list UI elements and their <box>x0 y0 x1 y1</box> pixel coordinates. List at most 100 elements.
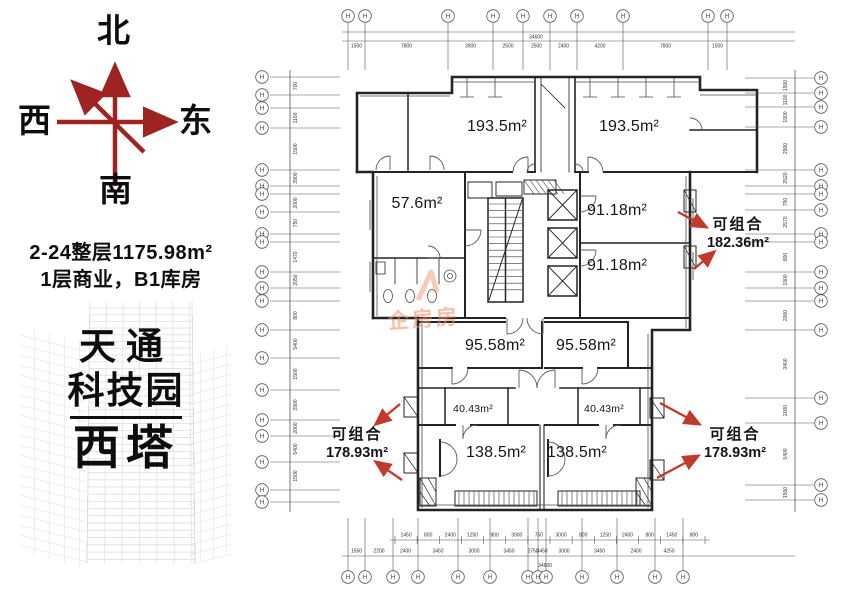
grid-axis-glyph: H <box>346 575 350 581</box>
grid-axis-glyph: H <box>363 14 367 20</box>
grid-axis-bubble <box>486 9 500 23</box>
grid-axis-glyph: H <box>819 232 823 238</box>
dimension-label: 1500 <box>293 470 299 481</box>
dimension-label: 1100 <box>293 112 299 123</box>
grid-axis-glyph: H <box>260 184 264 190</box>
grid-axis-bubble <box>255 495 269 509</box>
dimension-label: 4200 <box>594 44 605 50</box>
dimension-label: 1470 <box>293 251 299 262</box>
grid-axis-bubble <box>814 203 828 217</box>
dimension-label: 5400 <box>293 443 299 454</box>
dimension-label: 2900 <box>783 143 789 154</box>
room-area-label: 95.58m² <box>464 337 526 354</box>
grid-axis-glyph: H <box>488 575 492 581</box>
dimension-label: 3000 <box>556 533 567 539</box>
grid-axis-bubble <box>255 323 269 337</box>
compass-label-north: 北 <box>97 12 130 49</box>
grid-axis-bubble <box>814 187 828 201</box>
building-title-line3: 西塔 <box>73 421 179 474</box>
grid-axis-glyph: H <box>260 328 264 334</box>
grid-axis-bubble <box>516 9 530 23</box>
grid-axis-glyph: H <box>706 14 710 20</box>
grid-axis-bubble <box>255 235 269 249</box>
grid-axis-glyph: H <box>615 575 619 581</box>
grid-axis-glyph: H <box>725 14 729 20</box>
room-area-label: 138.5m² <box>465 444 527 461</box>
dimension-label: 1450 <box>401 533 412 539</box>
grid-axis-glyph: H <box>260 240 264 246</box>
dimension-label: 34600 <box>538 563 552 569</box>
grid-axis-bubble <box>814 323 828 337</box>
dimension-label: 1550 <box>351 549 362 555</box>
compass-label-south: 南 <box>99 171 132 208</box>
dimension-label: 1450 <box>666 533 677 539</box>
dimension-label: 1500 <box>351 44 362 50</box>
building-title-line2: 科技园 <box>67 370 185 411</box>
grid-axis-glyph: H <box>491 14 495 20</box>
grid-axis-glyph: H <box>819 240 823 246</box>
grid-axis-glyph: H <box>819 286 823 292</box>
building-photo: 天通 科技园 西塔 <box>20 298 232 590</box>
dimension-label: 3000 <box>511 533 522 539</box>
grid-axis-glyph: H <box>548 14 552 20</box>
grid-axis-glyph: H <box>391 575 395 581</box>
grid-axis-bubble <box>814 163 828 177</box>
grid-axis-bubble <box>255 265 269 279</box>
grid-axis-bubble <box>255 205 269 219</box>
grid-axis-glyph: H <box>526 575 530 581</box>
grid-axis-glyph: H <box>819 208 823 214</box>
room-area-label: 57.6m² <box>391 195 443 212</box>
combo-annotation-bottom-right: 可组合 178.93m² <box>692 426 778 462</box>
combo-arrow-1a <box>677 210 710 229</box>
combo-label: 可组合 <box>709 426 761 443</box>
dimension-label: 3400 <box>783 358 789 369</box>
grid-axis-bubble <box>255 88 269 102</box>
dimension-label: 2400 <box>445 533 456 539</box>
outer-wall-left-mid <box>355 170 375 320</box>
room-area-label: 40.43m² <box>453 403 493 415</box>
grid-axis-glyph: H <box>260 93 264 99</box>
dimension-label: 2400 <box>400 549 411 555</box>
grid-axis-bubble <box>255 455 269 469</box>
grid-axis-glyph: H <box>456 575 460 581</box>
dimension-label: 3900 <box>465 44 476 50</box>
combo-arrow-2a <box>373 403 401 427</box>
dimension-label: 2000 <box>783 405 789 416</box>
floor-info: 2-24整层1175.98m² 1层商业，B1库房 <box>0 240 242 294</box>
compass-diagonal-arrow <box>70 79 146 154</box>
dimension-label: 3000 <box>558 549 569 555</box>
floor-info-line1: 2-24整层1175.98m² <box>29 242 213 264</box>
dimension-label: 7800 <box>401 44 412 50</box>
outer-wall-top <box>355 75 759 174</box>
combo-annotation-bottom-left: 可组合 178.93m² <box>314 426 400 462</box>
grid-axis-glyph: H <box>260 434 264 440</box>
grid-axis-glyph: H <box>446 14 450 20</box>
dimension-label: 3000 <box>468 549 479 555</box>
room-area-label: 193.5m² <box>466 118 528 135</box>
combo-annotation-right: 可组合 182.36m² <box>698 216 778 252</box>
dimension-label: 3450 <box>594 549 605 555</box>
grid-axis-bubble <box>814 86 828 100</box>
grid-axis-glyph: H <box>260 106 264 112</box>
grid-axis-bubble <box>570 9 584 23</box>
grid-axis-bubble <box>543 9 557 23</box>
grid-axis-glyph: H <box>260 210 264 216</box>
grid-axis-glyph: H <box>653 575 657 581</box>
dimension-label: 2570 <box>783 216 789 227</box>
dimension-label: 1500 <box>783 487 789 498</box>
dimension-label: 1500 <box>783 80 789 91</box>
grid-axis-bubble <box>814 391 828 405</box>
dimension-label: 1250 <box>467 533 478 539</box>
grid-axis-glyph: H <box>819 483 823 489</box>
grid-axis-bubble <box>358 9 372 23</box>
combo-arrow-3b <box>656 454 702 480</box>
dimension-label: 3450 <box>536 549 547 555</box>
grid-axis-bubble <box>441 9 455 23</box>
dimension-label: 750 <box>783 198 789 207</box>
grid-axis-glyph: H <box>681 575 685 581</box>
grid-axis-bubble <box>255 101 269 115</box>
combo-arrow-1b <box>693 249 717 270</box>
grid-axis-glyph: H <box>260 500 264 506</box>
grid-axis-glyph: H <box>819 328 823 334</box>
